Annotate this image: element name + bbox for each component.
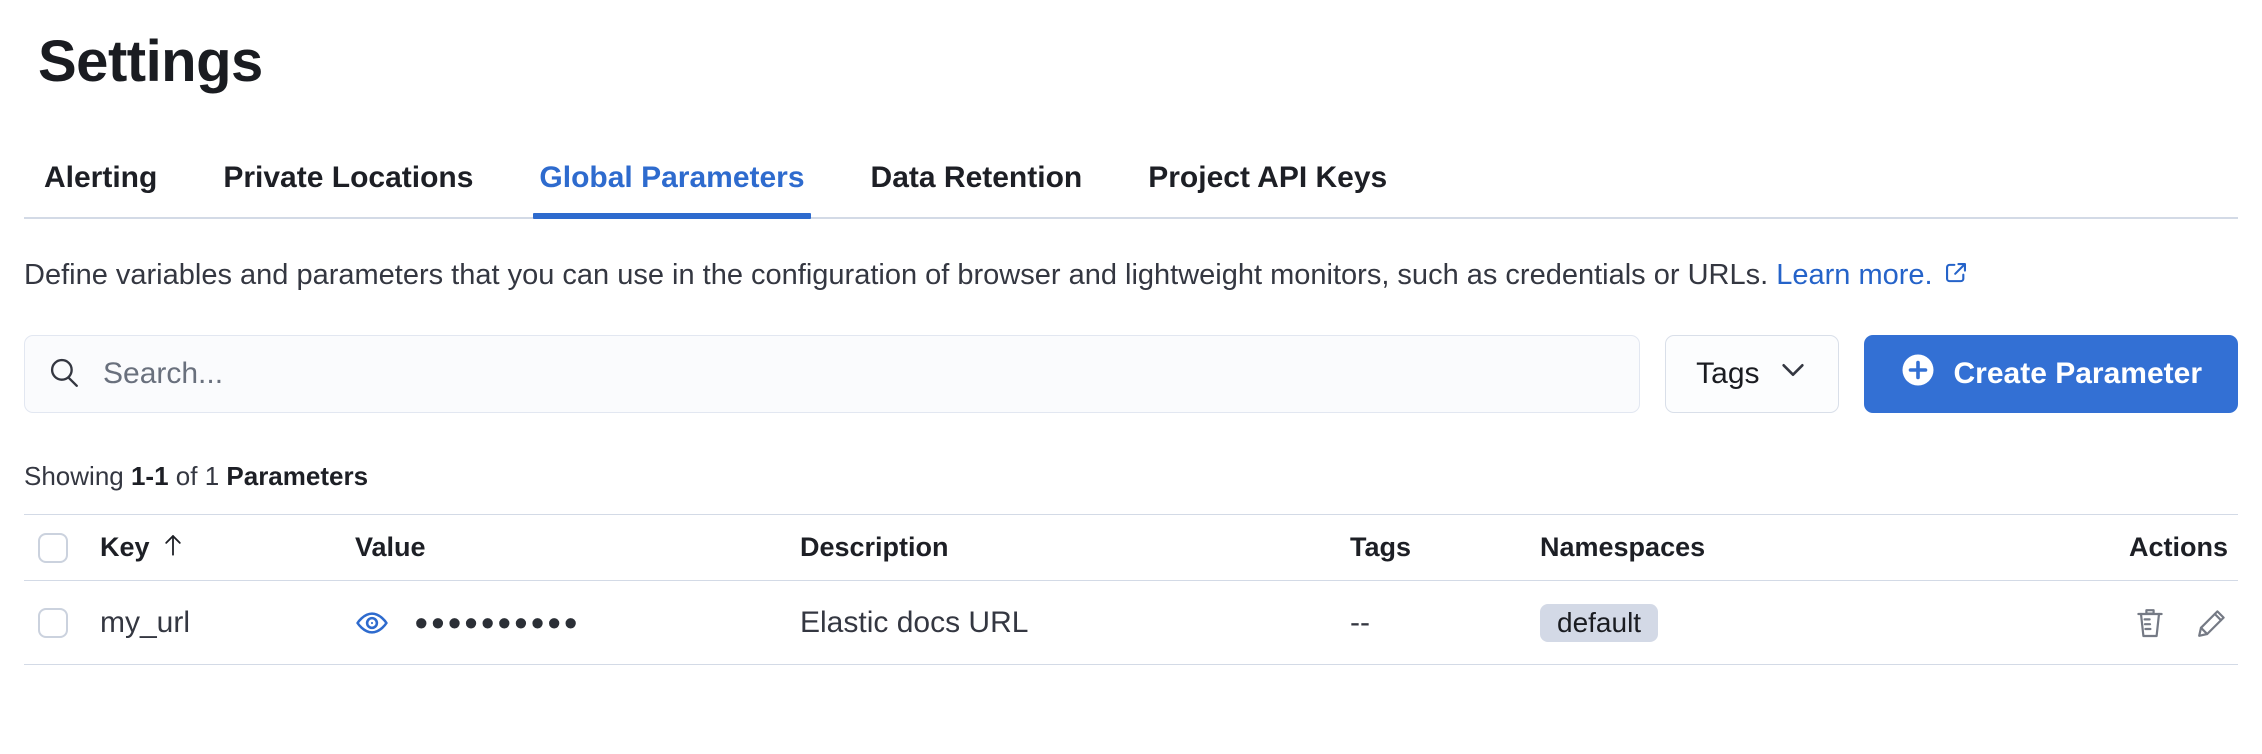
parameters-table: Key Value Description Tags Namespaces Ac…: [24, 514, 2238, 665]
select-all-checkbox[interactable]: [38, 532, 68, 563]
results-summary: Showing 1-1 of 1 Parameters: [24, 461, 369, 491]
results-entity: Parameters: [226, 461, 369, 491]
tab-private-locations[interactable]: Private Locations: [223, 161, 474, 194]
column-header-actions: Actions: [2128, 532, 2228, 562]
sort-ascending-arrow-icon: [160, 532, 186, 563]
page-description: Define variables and parameters that you…: [24, 251, 2234, 301]
column-header-description: Description: [800, 532, 949, 562]
search-input[interactable]: [103, 357, 1618, 391]
masked-value: ••••••••••: [415, 601, 582, 643]
pencil-icon[interactable]: [2196, 607, 2228, 639]
table-row: my_url •••••••••• Elastic docs URL -- de…: [24, 581, 2238, 665]
table-header-row: Key Value Description Tags Namespaces Ac…: [24, 515, 2238, 581]
plus-in-circle-icon: [1900, 352, 1936, 396]
search-icon: [47, 355, 81, 394]
tags-filter-button[interactable]: Tags: [1665, 335, 1839, 413]
namespace-badge: default: [1540, 603, 1659, 642]
parameter-key: my_url: [100, 605, 191, 639]
create-parameter-button[interactable]: Create Parameter: [1863, 335, 2238, 413]
tab-global-parameters[interactable]: Global Parameters: [533, 161, 811, 219]
page-title: Settings: [38, 29, 263, 94]
trash-icon[interactable]: [2134, 607, 2166, 639]
description-text: Define variables and parameters that you…: [24, 259, 1769, 291]
eye-icon[interactable]: [355, 606, 389, 640]
tab-project-api-keys[interactable]: Project API Keys: [1148, 161, 1388, 194]
settings-page: Settings Alerting Private Locations Glob…: [24, 29, 2238, 665]
toolbar: Tags Create Parameter: [24, 335, 2238, 413]
learn-more-link[interactable]: Learn more.: [1776, 259, 1968, 291]
column-header-value: Value: [355, 532, 426, 562]
row-checkbox[interactable]: [38, 607, 68, 638]
tab-data-retention[interactable]: Data Retention: [870, 161, 1083, 194]
parameter-description: Elastic docs URL: [800, 605, 1029, 639]
tab-bar: Alerting Private Locations Global Parame…: [24, 161, 2238, 219]
search-box[interactable]: [24, 335, 1641, 413]
results-range: 1-1: [130, 461, 169, 491]
chevron-down-icon: [1778, 355, 1808, 393]
tab-alerting[interactable]: Alerting: [44, 161, 158, 194]
column-header-namespaces: Namespaces: [1540, 532, 1706, 562]
column-header-tags: Tags: [1350, 532, 1412, 562]
parameter-tags: --: [1350, 605, 1370, 639]
column-header-key[interactable]: Key: [100, 532, 186, 563]
external-link-icon: [1943, 253, 1969, 301]
